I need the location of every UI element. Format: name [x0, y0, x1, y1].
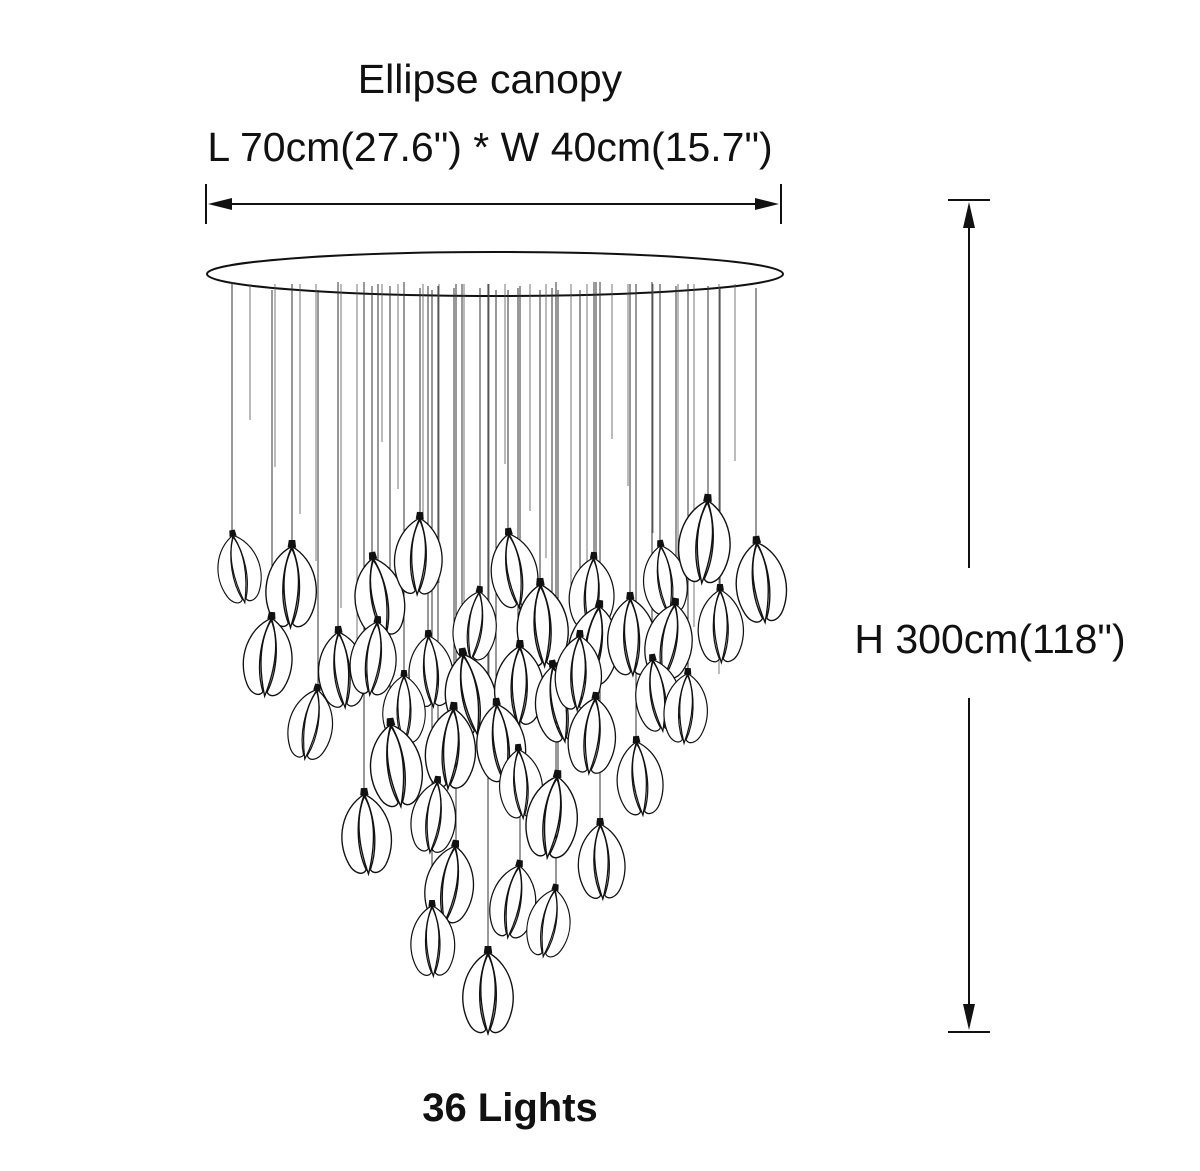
blossom-pendants: [210, 491, 791, 1035]
blossom-pendant: [576, 816, 627, 901]
lights-count-label: 36 Lights: [422, 1086, 598, 1130]
blossom-pendant: [675, 491, 735, 586]
canopy-title: Ellipse canopy: [357, 56, 623, 102]
height-dimension-arrow: [948, 199, 990, 1033]
blossom-pendant: [210, 525, 267, 607]
width-dimension-arrow: [205, 184, 782, 224]
blossom-pendant: [449, 582, 502, 664]
height-label: H 300cm(118"): [854, 616, 1126, 662]
blossom-pendant: [612, 733, 667, 818]
blossom-pendant: [462, 945, 514, 1035]
ellipse-canopy: [206, 251, 784, 297]
blossom-pendant: [392, 510, 445, 597]
canopy-dimensions: L 70cm(27.6") * W 40cm(15.7"): [207, 124, 773, 170]
